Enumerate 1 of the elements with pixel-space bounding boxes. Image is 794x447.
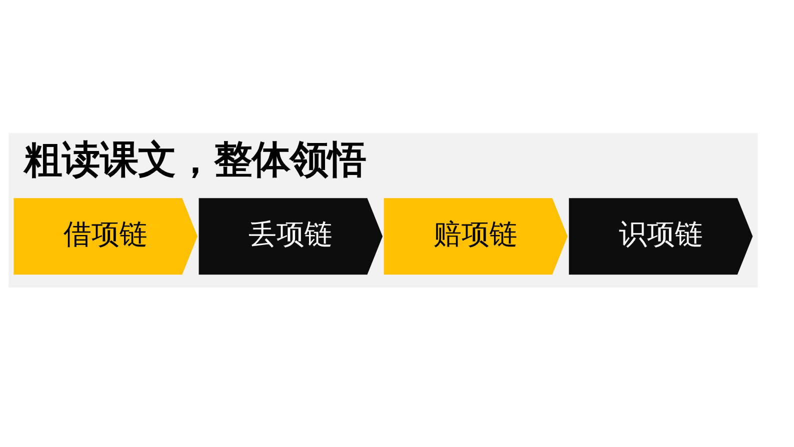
diagram-title: 粗读课文，整体领悟 [24, 137, 366, 182]
